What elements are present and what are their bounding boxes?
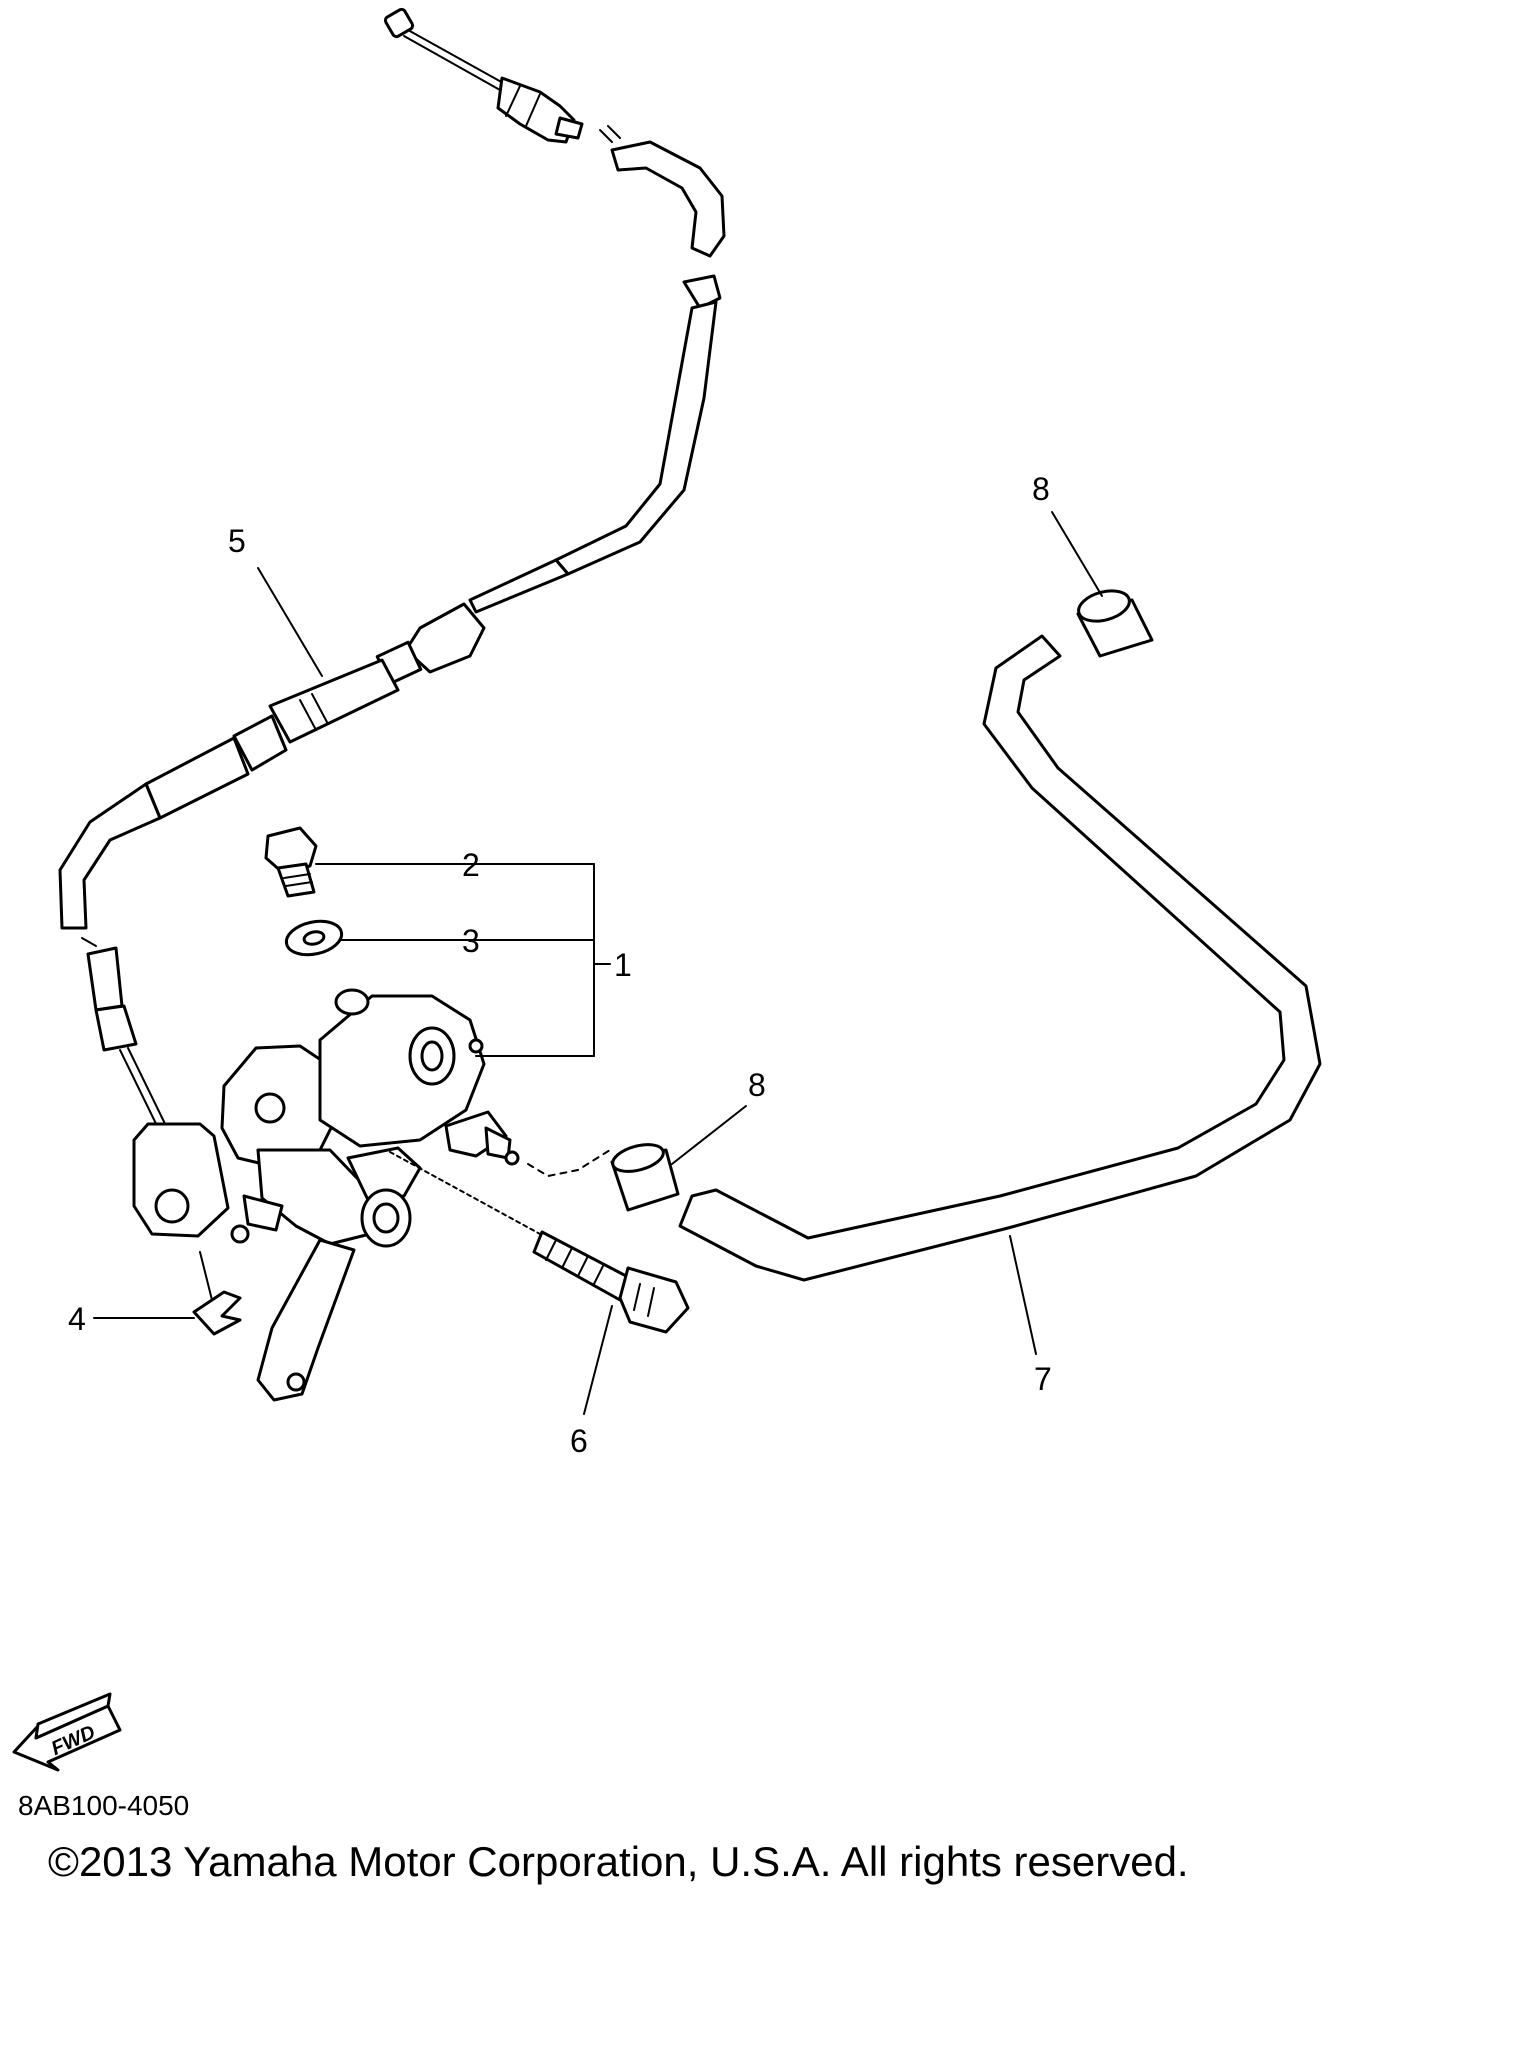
oil-pump-cable — [58, 7, 726, 1150]
leader-lines — [93, 511, 1103, 1415]
callout-4: 4 — [68, 1301, 86, 1337]
gasket — [284, 919, 344, 957]
oil-delivery-hose — [527, 634, 1322, 1282]
copyright-notice: ©2013 Yamaha Motor Corporation, U.S.A. A… — [48, 1838, 1189, 1885]
callout-6: 6 — [570, 1423, 588, 1459]
fwd-arrow-icon: FWD — [12, 1692, 122, 1772]
pump-inlet-port — [334, 988, 370, 1016]
screw — [389, 1151, 690, 1334]
oil-pump-assembly — [132, 994, 520, 1402]
callout-2: 2 — [462, 847, 480, 883]
hose-collar-lower — [610, 1143, 680, 1212]
callout-5: 5 — [228, 523, 246, 559]
diagram-code: 8AB100-4050 — [18, 1790, 190, 1821]
callout-8-upper: 8 — [1032, 471, 1050, 507]
clip — [192, 1251, 242, 1336]
callout-7: 7 — [1034, 1361, 1052, 1397]
bolt — [264, 826, 318, 898]
callout-8-lower: 8 — [748, 1067, 766, 1103]
callout-1: 1 — [614, 947, 632, 983]
hose-collar-upper — [1076, 589, 1154, 658]
callout-3: 3 — [462, 923, 480, 959]
